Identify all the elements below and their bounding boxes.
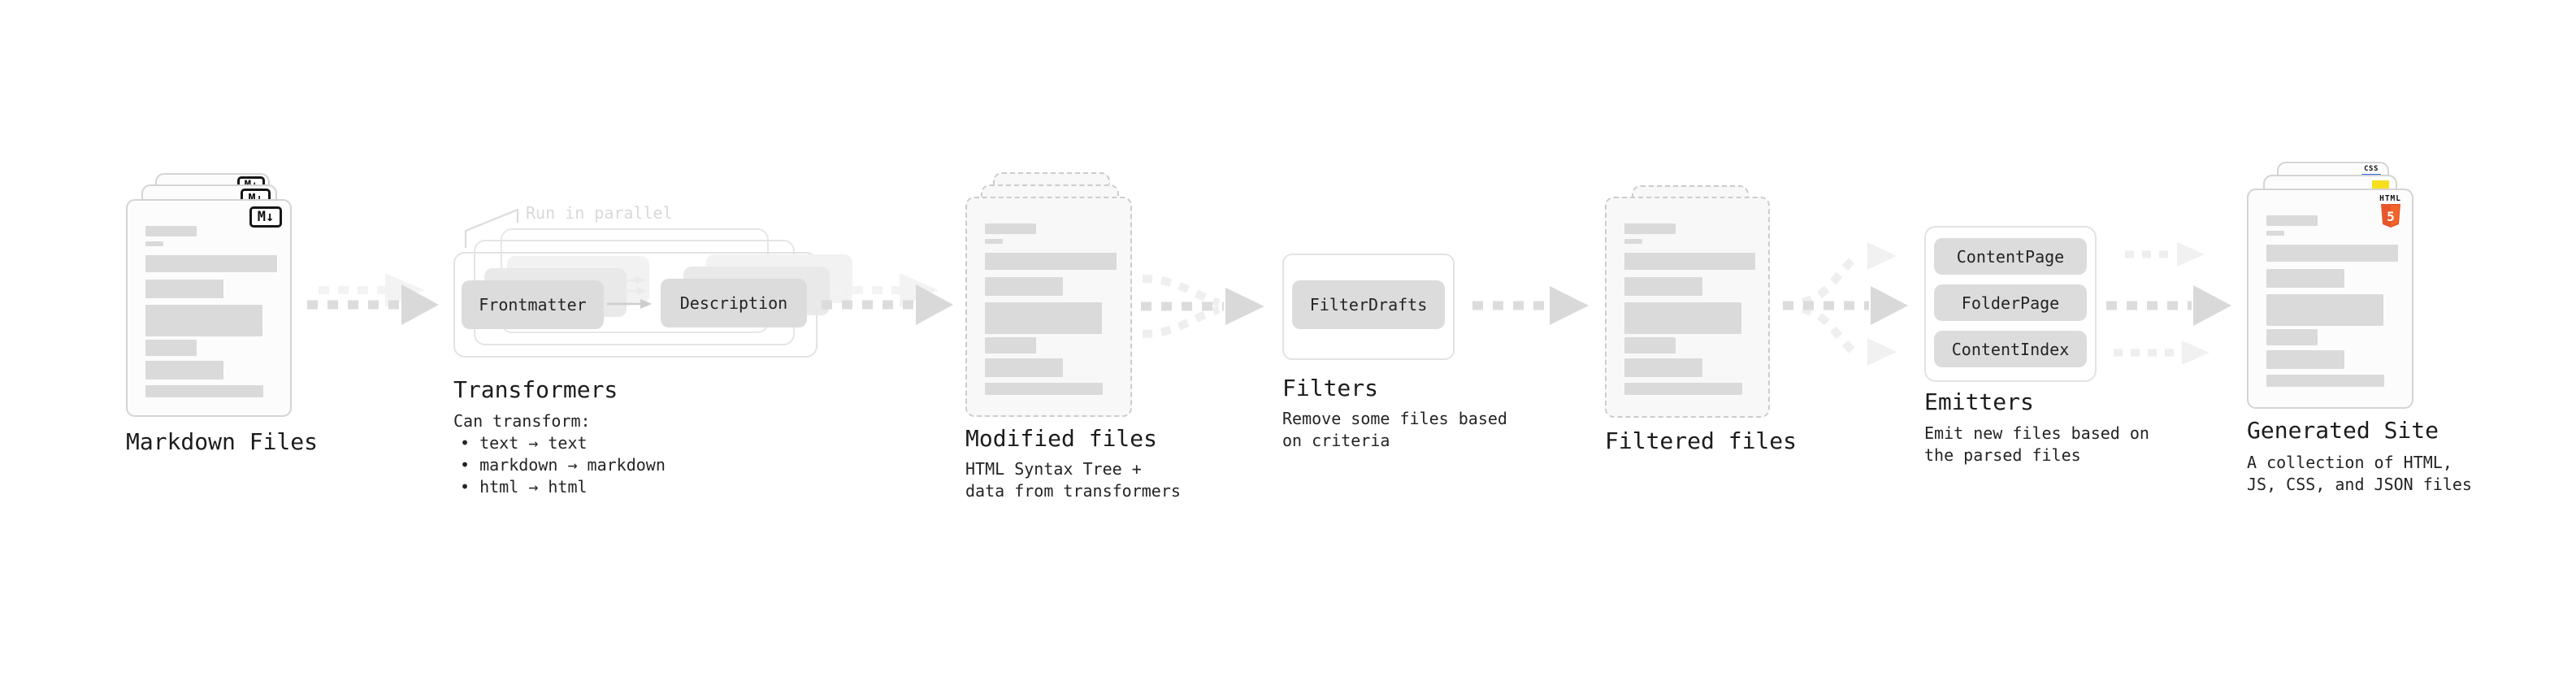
skeleton-line <box>985 223 1036 234</box>
file-content-skeleton <box>1624 198 1755 416</box>
transformer-node-description: Description <box>661 279 807 327</box>
html5-shield: 5 <box>2380 204 2400 228</box>
filter-node-filterdrafts: FilterDrafts <box>1292 280 1445 329</box>
css-icon-label: CSS <box>2364 165 2379 173</box>
skeleton-line <box>2266 375 2384 387</box>
skeleton-line <box>2266 269 2344 288</box>
emitter-node-label: FolderPage <box>1961 293 2060 313</box>
arrow-markdown-to-transformers <box>307 273 439 325</box>
run-in-parallel-annotation: Run in parallel <box>526 203 673 223</box>
skeleton-line <box>985 383 1103 395</box>
transformer-node-label: Frontmatter <box>479 295 587 314</box>
skeleton-line <box>1624 223 1676 234</box>
markdown-file-sheet-front: M↓ <box>126 199 292 417</box>
arrow-filters-to-filtered <box>1472 286 1589 325</box>
skeleton-line <box>145 305 262 336</box>
bullet-item: • html → html <box>460 477 588 497</box>
stage-label-filtered-files: Filtered files <box>1605 427 1798 454</box>
skeleton-line <box>985 358 1063 377</box>
stage-label-emitters: Emitters <box>1924 388 2034 415</box>
transformer-node-label: Description <box>679 293 788 313</box>
skeleton-line <box>1624 277 1702 296</box>
skeleton-line <box>145 241 163 246</box>
skeleton-line <box>145 361 223 380</box>
skeleton-line <box>2266 231 2284 236</box>
transformer-node-frontmatter: Frontmatter <box>462 280 604 329</box>
arrow-filtered-to-emitters <box>1783 242 1908 366</box>
skeleton-line <box>145 226 197 236</box>
skeleton-line <box>145 255 277 272</box>
skeleton-line <box>2266 294 2383 326</box>
skeleton-line <box>985 239 1003 244</box>
arrow-emitters-to-generated <box>2106 242 2231 365</box>
emitters-description: Emit new files based on the parsed files <box>1924 423 2149 465</box>
skeleton-line <box>145 385 263 397</box>
skeleton-line <box>1624 383 1742 395</box>
bullet-item: • text → text <box>460 433 588 453</box>
emitter-node-contentindex: ContentIndex <box>1934 331 2087 367</box>
modified-file-sheet-front <box>965 197 1132 417</box>
skeleton-line <box>2266 215 2318 226</box>
frontmatter-to-description-arrows <box>607 276 652 309</box>
transformers-bullet-list: • text → text • markdown → markdown • ht… <box>460 432 666 498</box>
filters-description: Remove some files based on criteria <box>1282 409 1507 450</box>
skeleton-line <box>1624 358 1702 377</box>
svg-text:5: 5 <box>2387 209 2395 224</box>
skeleton-line <box>1624 239 1642 244</box>
stage-label-generated-site: Generated Site <box>2247 417 2439 444</box>
arrow-modified-to-filters <box>1141 275 1264 338</box>
bullet-item: • markdown → markdown <box>460 455 666 475</box>
file-content-skeleton <box>985 198 1117 415</box>
modified-files-description: HTML Syntax Tree + data from transformer… <box>965 459 1181 501</box>
file-content-skeleton <box>145 201 277 415</box>
skeleton-line <box>985 337 1036 354</box>
stage-label-transformers: Transformers <box>453 376 618 403</box>
filter-node-label: FilterDrafts <box>1309 295 1428 314</box>
skeleton-line <box>145 340 197 356</box>
skeleton-line <box>985 253 1117 270</box>
generated-site-description: A collection of HTML, JS, CSS, and JSON … <box>2247 453 2472 494</box>
run-in-parallel-leader-line <box>464 208 519 248</box>
skeleton-line <box>1624 337 1676 354</box>
stage-label-markdown-files: Markdown Files <box>126 428 319 455</box>
transformers-intro: Can transform: <box>453 411 591 431</box>
html5-icon: HTML 5 <box>2379 195 2401 228</box>
skeleton-line <box>2266 245 2398 262</box>
emitter-node-folderpage: FolderPage <box>1934 284 2087 321</box>
skeleton-line <box>2266 350 2344 369</box>
generated-file-sheet-html: HTML 5 <box>2247 189 2413 409</box>
markdown-icon: M↓ <box>249 206 282 228</box>
skeleton-line <box>145 280 223 298</box>
emitter-node-label: ContentIndex <box>1951 339 2070 359</box>
stage-label-modified-files: Modified files <box>965 425 1158 452</box>
emitter-node-label: ContentPage <box>1956 246 2065 267</box>
skeleton-line <box>985 302 1102 334</box>
file-content-skeleton <box>2266 190 2399 407</box>
emitter-node-contentpage: ContentPage <box>1934 238 2087 275</box>
skeleton-line <box>2266 329 2318 345</box>
filters-box <box>1282 254 1455 360</box>
stage-label-filters: Filters <box>1282 375 1379 401</box>
emitters-box <box>1924 226 2097 382</box>
arrow-transformers-to-modified <box>822 273 953 325</box>
skeleton-line <box>985 277 1063 296</box>
html5-icon-label: HTML <box>2379 194 2401 203</box>
skeleton-line <box>1624 302 1741 334</box>
filtered-file-sheet-front <box>1605 197 1770 418</box>
skeleton-line <box>1624 253 1755 270</box>
